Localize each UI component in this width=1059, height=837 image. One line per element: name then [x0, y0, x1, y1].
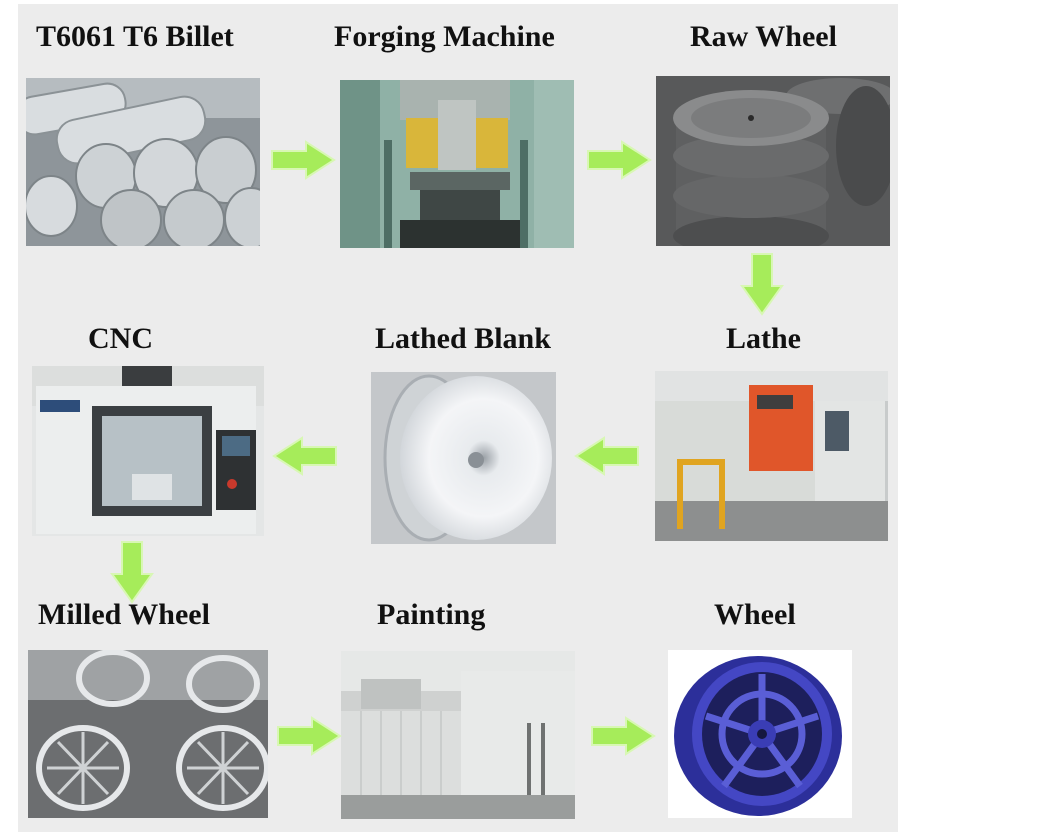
aluminium-billets-photo — [26, 78, 260, 246]
raw-forged-wheel-photo — [656, 76, 890, 246]
arrow-left-icon — [272, 436, 338, 476]
arrow-left-icon — [574, 436, 640, 476]
cnc-machine-photo — [32, 366, 264, 536]
arrow-right-icon — [590, 716, 656, 756]
arrow-right-icon — [276, 716, 342, 756]
arrow-down-icon — [740, 252, 784, 316]
step-label-lathe: Lathe — [726, 322, 801, 355]
step-label-forging-machine: Forging Machine — [334, 20, 555, 53]
forging-press-photo — [340, 80, 574, 248]
step-label-lathed-blank: Lathed Blank — [375, 322, 551, 355]
lathed-blank-photo — [371, 372, 556, 544]
step-label-cnc: CNC — [88, 322, 153, 355]
paint-booth-photo — [341, 651, 575, 819]
step-label-wheel: Wheel — [714, 598, 796, 631]
arrow-right-icon — [270, 140, 336, 180]
finished-blue-wheel-photo — [668, 650, 852, 818]
arrow-down-icon — [110, 540, 154, 604]
step-label-raw-wheel: Raw Wheel — [690, 20, 837, 53]
step-label-milled-wheel: Milled Wheel — [38, 598, 210, 631]
lathe-machine-photo — [655, 371, 888, 541]
step-label-painting: Painting — [377, 598, 486, 631]
step-label-billet: T6061 T6 Billet — [36, 20, 234, 53]
arrow-right-icon — [586, 140, 652, 180]
milled-wheels-photo — [28, 650, 268, 818]
